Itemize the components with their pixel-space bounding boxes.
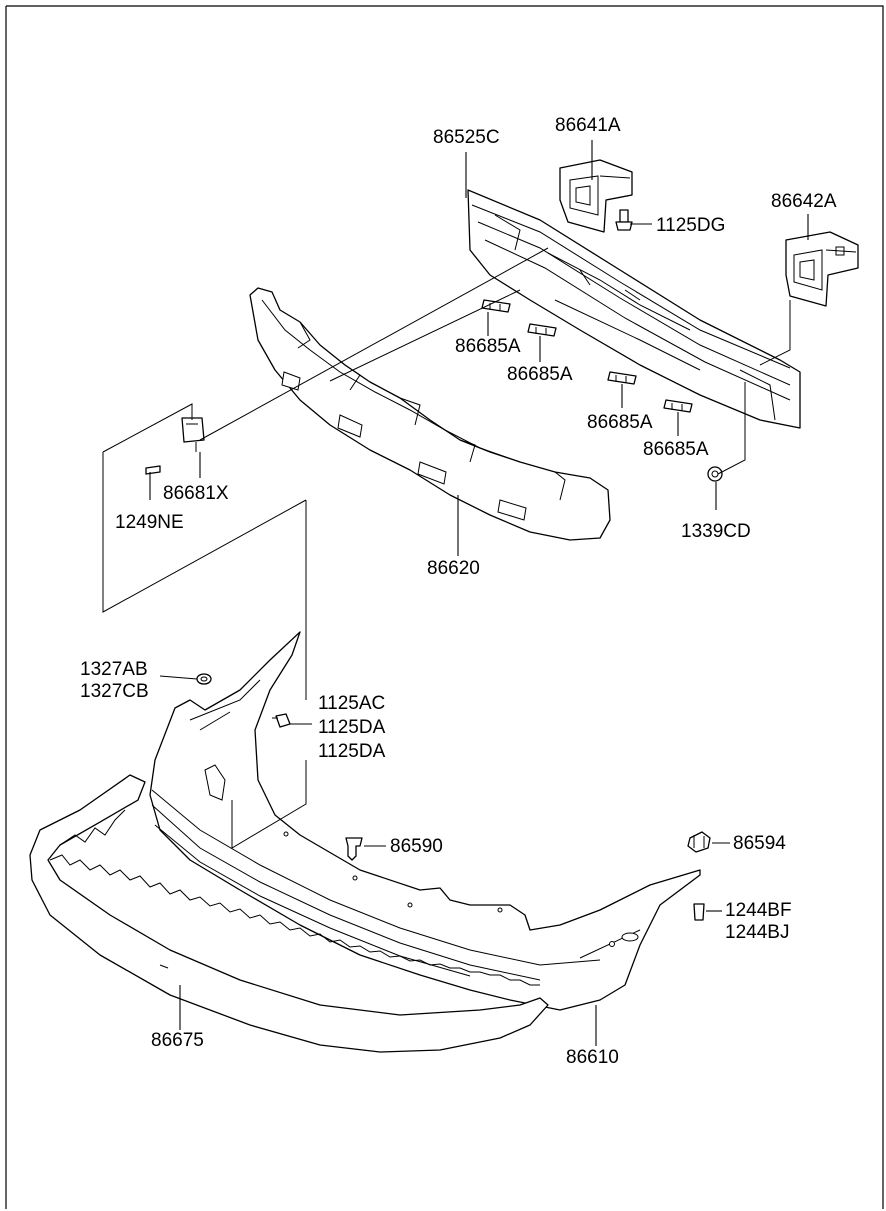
- label-1327CB: 1327CB: [80, 681, 149, 702]
- leader-lines: [102, 140, 809, 1046]
- label-1125DG: 1125DG: [656, 215, 725, 236]
- label-1244BJ: 1244BJ: [725, 922, 789, 943]
- lower-cover-86675: [29, 774, 549, 1053]
- clip-86685A-4: [663, 399, 693, 413]
- label-86642A: 86642A: [771, 191, 837, 212]
- clip-86590: [345, 837, 363, 861]
- nut-1339CD: [707, 466, 723, 482]
- label-86685A-2: 86685A: [507, 364, 573, 385]
- label-1327AB: 1327AB: [80, 659, 148, 680]
- nut-1327AB: [196, 673, 212, 685]
- label-86681X: 86681X: [163, 483, 229, 504]
- bracket-86642A: [785, 231, 859, 307]
- label-86610: 86610: [566, 1047, 619, 1068]
- sensor-86681X: [181, 417, 205, 452]
- screw-1125AC: [272, 713, 291, 728]
- label-86685A-1: 86685A: [455, 336, 521, 357]
- label-1125AC: 1125AC: [318, 693, 385, 714]
- pin-1244BF: [693, 903, 705, 921]
- clip-86685A-2: [527, 323, 557, 337]
- energy-absorber-86620: [249, 287, 611, 541]
- screw-1249NE: [145, 465, 161, 475]
- part-labels: 86525C 86641A 1125DG 86642A 86685A 86685…: [80, 115, 837, 1068]
- bumper-cover-86610: [149, 631, 701, 1011]
- diagram-frame: [6, 5, 884, 1209]
- bracket-86641A: [559, 159, 633, 233]
- label-86685A-3: 86685A: [587, 412, 653, 433]
- label-1339CD: 1339CD: [681, 521, 751, 542]
- clip-86594: [687, 831, 711, 853]
- label-86620: 86620: [427, 558, 480, 579]
- clip-86685A-3: [607, 371, 637, 385]
- label-1244BF: 1244BF: [725, 900, 792, 921]
- label-1125DA-1: 1125DA: [318, 717, 386, 738]
- label-86675: 86675: [151, 1030, 204, 1051]
- bumper-beam-86525C: [467, 189, 801, 429]
- label-86590: 86590: [390, 836, 443, 857]
- label-86685A-4: 86685A: [643, 439, 709, 460]
- label-1125DA-2: 1125DA: [318, 741, 386, 762]
- label-86525C: 86525C: [433, 127, 500, 148]
- bolt-1125DG: [615, 209, 633, 231]
- label-86641A: 86641A: [555, 115, 621, 136]
- label-1249NE: 1249NE: [115, 512, 184, 533]
- label-86594: 86594: [733, 833, 786, 854]
